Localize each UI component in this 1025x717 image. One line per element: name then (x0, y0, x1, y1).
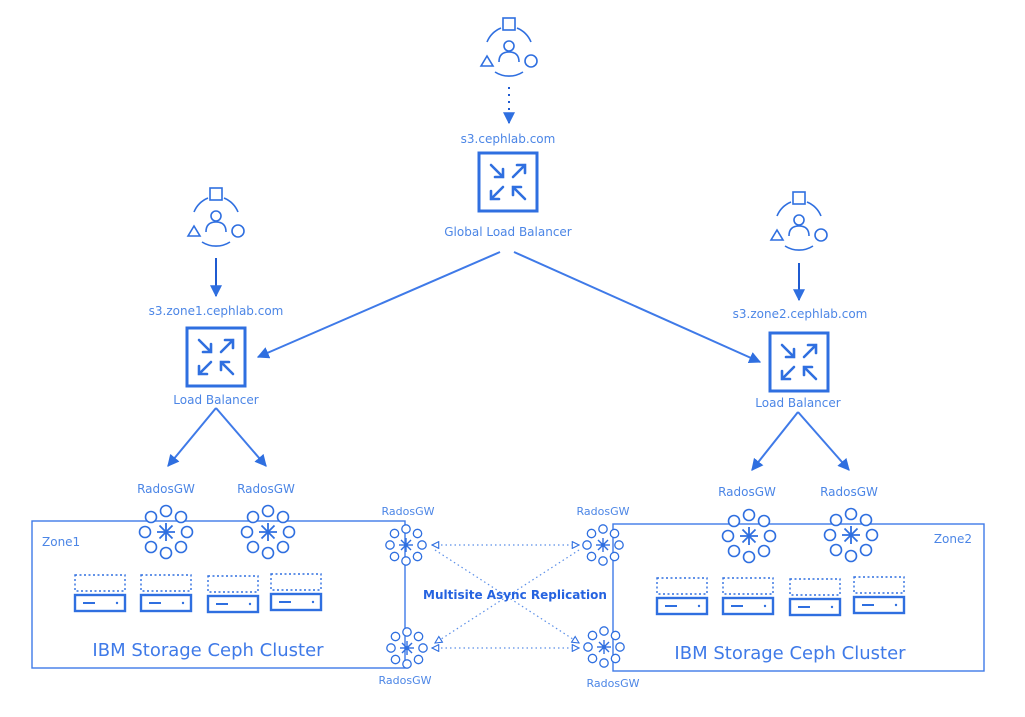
zone2-rgw1-label: RadosGW (718, 485, 776, 499)
zone2-load-balancer-icon (768, 331, 830, 393)
user-group-icon (480, 17, 538, 77)
user-group-icon (770, 191, 828, 251)
zone1-rgw1-label: RadosGW (137, 482, 195, 496)
zone2-name: Zone2 (934, 532, 972, 546)
zone2-lb-to-rgw2-arrow (797, 411, 850, 471)
radosgw-icon (721, 508, 777, 564)
zone1-endpoint-label: s3.zone1.cephlab.com (149, 304, 284, 318)
zone2-box (612, 523, 985, 672)
zone2-lb-to-rgw1-arrow (751, 411, 799, 471)
zone1-name: Zone1 (42, 535, 80, 549)
repl-left-bottom-label: RadosGW (379, 674, 432, 687)
global-load-balancer-icon (477, 151, 539, 213)
radosgw-icon (385, 524, 427, 566)
zone1-cluster-label: IBM Storage Ceph Cluster (92, 640, 324, 661)
global-to-zone1-arrow (256, 251, 501, 359)
zone2-load-balancer-label: Load Balancer (755, 396, 840, 410)
replication-diag-up-arrow (435, 549, 580, 643)
server-icon (206, 574, 260, 614)
zone2-rgw2-label: RadosGW (820, 485, 878, 499)
zone1-rgw2-label: RadosGW (237, 482, 295, 496)
zone2-endpoint-label: s3.zone2.cephlab.com (733, 307, 868, 321)
radosgw-icon (823, 507, 879, 563)
zone1-lb-to-rgw2-arrow (215, 407, 267, 467)
server-icon (139, 573, 193, 613)
repl-right-top-label: RadosGW (577, 505, 630, 518)
server-icon (655, 576, 709, 616)
replication-label: Multisite Async Replication (423, 588, 607, 602)
radosgw-icon (583, 626, 625, 668)
global-endpoint-label: s3.cephlab.com (461, 132, 556, 146)
zone1-box (31, 520, 406, 669)
global-load-balancer-label: Global Load Balancer (444, 225, 572, 239)
zone1-load-balancer-label: Load Balancer (173, 393, 258, 407)
zone1-load-balancer-icon (185, 326, 247, 388)
repl-left-top-label: RadosGW (382, 505, 435, 518)
server-icon (269, 572, 323, 612)
user-group-icon (187, 187, 245, 247)
zone2-cluster-label: IBM Storage Ceph Cluster (674, 643, 906, 664)
global-to-zone2-arrow (513, 251, 762, 364)
server-icon (721, 576, 775, 616)
radosgw-icon (386, 627, 428, 669)
radosgw-icon (138, 504, 194, 560)
server-icon (788, 577, 842, 617)
radosgw-icon (582, 524, 624, 566)
radosgw-icon (240, 504, 296, 560)
repl-right-bottom-label: RadosGW (587, 677, 640, 690)
server-icon (73, 573, 127, 613)
server-icon (852, 575, 906, 615)
zone1-lb-to-rgw1-arrow (167, 407, 217, 467)
